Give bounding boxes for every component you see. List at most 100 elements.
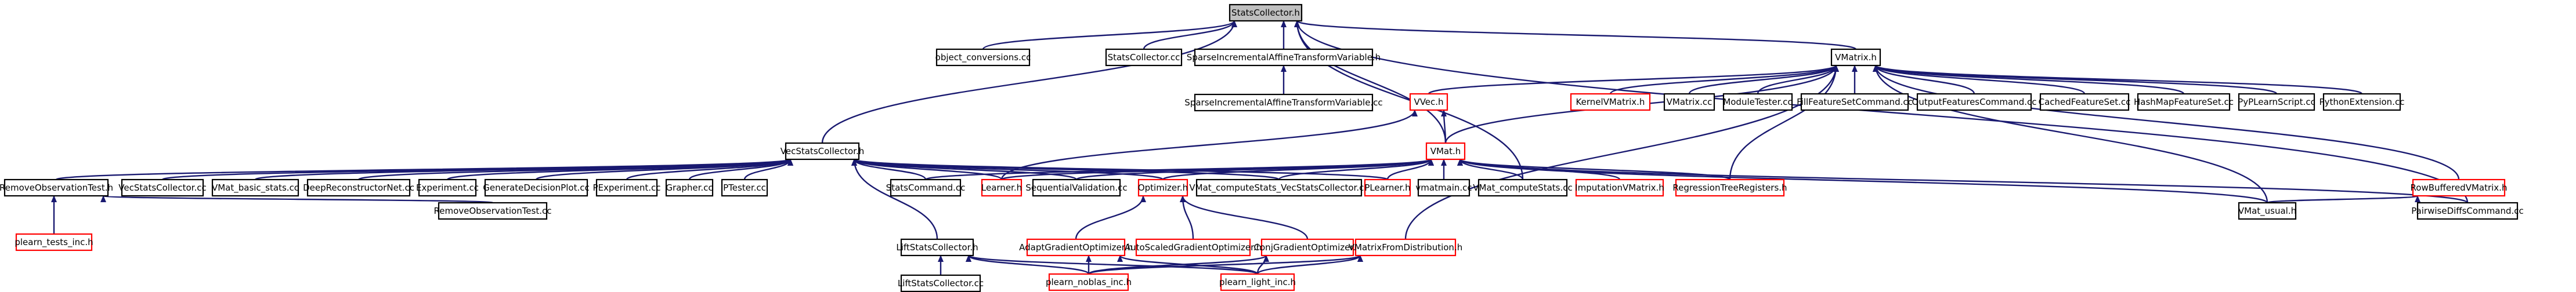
node-adaptgradient-h[interactable]: AdaptGradientOptimizer.h xyxy=(1019,238,1133,257)
node-label: VMat_basic_stats.cc xyxy=(212,183,299,194)
node-moduletester-cc[interactable]: ModuleTester.cc xyxy=(1722,93,1793,111)
node-pexperiment-cc[interactable]: PExperiment.cc xyxy=(593,178,661,197)
node-label: VMat_computeStats_VecStatsCollector.cc xyxy=(1189,183,1368,194)
node-experiment-cc[interactable]: Experiment.cc xyxy=(416,178,479,197)
node-box xyxy=(1417,178,1471,197)
node-kernelvmatrix-h[interactable]: KernelVMatrix.h xyxy=(1570,93,1651,111)
node-regressiontreeregisters-h[interactable]: RegressionTreeRegisters.h xyxy=(1672,178,1787,197)
node-box xyxy=(1364,178,1411,197)
node-sequentialvalidation-cc[interactable]: SequentialValidation.cc xyxy=(1025,178,1128,197)
include-edge xyxy=(966,254,1090,275)
include-edge xyxy=(1180,195,1309,240)
include-edge xyxy=(1162,158,1434,181)
node-box xyxy=(1675,178,1785,197)
node-label: Experiment.cc xyxy=(416,183,479,193)
node-cachedfeatureset-cc[interactable]: CachedFeatureSet.cc xyxy=(2039,93,2131,111)
include-edge xyxy=(1457,158,2268,204)
node-label: LiftStatsCollector.cc xyxy=(898,278,984,289)
node-box xyxy=(1137,178,1188,197)
include-edge xyxy=(851,158,1003,181)
node-label: plearn_light_inc.h xyxy=(1219,277,1296,288)
node-vmat-basic-stats-cc[interactable]: VMat_basic_stats.cc xyxy=(211,178,299,197)
node-plearn-noblas-inc-h[interactable]: plearn_noblas_inc.h xyxy=(1046,273,1132,291)
node-box xyxy=(1105,48,1183,67)
node-box xyxy=(1830,48,1881,67)
node-removeobs-h[interactable]: RemoveObservationTest.h xyxy=(0,178,113,197)
node-box xyxy=(890,178,962,197)
node-vecstatscollector-cc[interactable]: VecStatsCollector.cc xyxy=(118,178,207,197)
node-vmat-computestats-vsc-cc[interactable]: VMat_computeStats_VecStatsCollector.cc xyxy=(1189,178,1369,197)
include-edge xyxy=(101,195,494,204)
node-pyplearnscript-cc[interactable]: PyPLearnScript.cc xyxy=(2238,93,2315,111)
node-grapher-cc[interactable]: Grapher.cc xyxy=(665,178,714,197)
node-box xyxy=(2238,93,2315,111)
node-label: PLearner.h xyxy=(1364,183,1410,193)
node-autoscaledgradient-h[interactable]: AutoScaledGradientOptimizer.h xyxy=(1125,238,1262,257)
node-box xyxy=(595,178,658,197)
node-label: AdaptGradientOptimizer.h xyxy=(1019,242,1133,253)
node-statscollector-cc[interactable]: StatsCollector.cc xyxy=(1105,48,1183,67)
node-outputfeatures-cc[interactable]: OutputFeaturesCommand.cc xyxy=(1912,93,2037,111)
node-imputationvmatrix-h[interactable]: ImputationVMatrix.h xyxy=(1575,178,1664,197)
node-ptester-cc[interactable]: PTester.cc xyxy=(721,178,768,197)
include-edge xyxy=(1873,65,2086,94)
node-vmatmain-cc[interactable]: vmatmain.cc xyxy=(1415,178,1472,197)
include-edge xyxy=(688,159,793,180)
node-removeobs-cc[interactable]: RemoveObservationTest.cc xyxy=(433,202,552,220)
node-vmatrix-cc[interactable]: VMatrix.cc xyxy=(1663,93,1715,111)
include-edge xyxy=(821,20,1237,144)
node-vmat-computestats-cc[interactable]: VMat_computeStats.cc xyxy=(1473,178,1573,197)
node-box xyxy=(1477,178,1568,197)
node-hashmapfeatureset-cc[interactable]: HashMapFeatureSet.cc xyxy=(2134,93,2234,111)
node-pythonextension-cc[interactable]: PythonExtension.cc xyxy=(2320,93,2405,111)
node-object-conversions-cc[interactable]: object_conversions.cc xyxy=(935,48,1031,67)
include-edge xyxy=(1294,20,2469,203)
node-box xyxy=(2137,93,2231,111)
node-vvec-h[interactable]: VVec.h xyxy=(1409,93,1448,111)
node-sparseincr-h[interactable]: SparseIncrementalAffineTransformVariable… xyxy=(1187,48,1381,67)
node-statscollector-h[interactable]: StatsCollector.h xyxy=(1229,3,1303,22)
node-label: StatsCollector.h xyxy=(1231,8,1300,18)
include-edge xyxy=(161,158,793,181)
node-sparseincr-cc[interactable]: SparseIncrementalAffineTransformVariable… xyxy=(1184,93,1383,112)
include-edge xyxy=(982,20,1237,50)
include-edge xyxy=(1688,65,1839,94)
node-generatedecisionplot-cc[interactable]: GenerateDecisionPlot.cc xyxy=(483,178,590,197)
node-vmatrixfromdistribution-h[interactable]: VMatrixFromDistribution.h xyxy=(1349,238,1462,257)
node-statscommand-cc[interactable]: StatsCommand.cc xyxy=(886,178,966,197)
include-edge xyxy=(626,158,793,181)
node-label: PExperiment.cc xyxy=(593,183,661,193)
node-label: VMat.h xyxy=(1430,146,1461,156)
include-edge xyxy=(966,254,1259,275)
node-box xyxy=(1135,238,1251,257)
node-plearner-h[interactable]: PLearner.h xyxy=(1364,178,1411,197)
include-edge xyxy=(1729,65,1839,180)
node-vmat-h[interactable]: VMat.h xyxy=(1425,142,1466,160)
node-plearn-tests-inc-h[interactable]: plearn_tests_inc.h xyxy=(15,233,93,251)
node-box xyxy=(1195,178,1363,197)
node-label: StatsCollector.cc xyxy=(1108,52,1180,63)
include-edge xyxy=(1386,159,1434,180)
node-label: OutputFeaturesCommand.cc xyxy=(1912,97,2037,107)
node-label: KernelVMatrix.h xyxy=(1576,97,1645,107)
node-label: SparseIncrementalAffineTransformVariable… xyxy=(1187,52,1381,63)
node-box xyxy=(1575,178,1664,197)
node-optimizer-h[interactable]: Optimizer.h xyxy=(1137,178,1188,197)
node-vmat-usual-h[interactable]: VMat_usual.h xyxy=(2238,202,2296,220)
node-pairwisediffs-cc[interactable]: PairwiseDiffsCommand.cc xyxy=(2411,202,2524,220)
node-box xyxy=(1409,93,1448,111)
node-conjgradient-h[interactable]: ConjGradientOptimizer.h xyxy=(1254,238,1361,257)
node-liftstatscollector-cc[interactable]: LiftStatsCollector.cc xyxy=(898,274,984,292)
node-plearn-light-inc-h[interactable]: plearn_light_inc.h xyxy=(1219,273,1296,291)
include-edge xyxy=(1757,65,1839,94)
node-deepreconstructor-cc[interactable]: DeepReconstructorNet.cc xyxy=(303,178,414,197)
node-vecstatscollector-h[interactable]: VecStatsCollector.h xyxy=(781,142,864,160)
node-label: VMatrixFromDistribution.h xyxy=(1349,242,1462,253)
node-lifttstatscollector-h[interactable]: LiftStatsCollector.h xyxy=(896,238,978,257)
node-learner-h[interactable]: Learner.h xyxy=(981,178,1022,197)
node-rowbufferedvmatrix-h[interactable]: RowBufferedVMatrix.h xyxy=(2411,178,2508,197)
node-vmatrix-h[interactable]: VMatrix.h xyxy=(1830,48,1881,67)
node-fillfeatureset-cc[interactable]: FillFeatureSetCommand.cc xyxy=(1797,93,1913,111)
node-label: ConjGradientOptimizer.h xyxy=(1254,242,1361,253)
